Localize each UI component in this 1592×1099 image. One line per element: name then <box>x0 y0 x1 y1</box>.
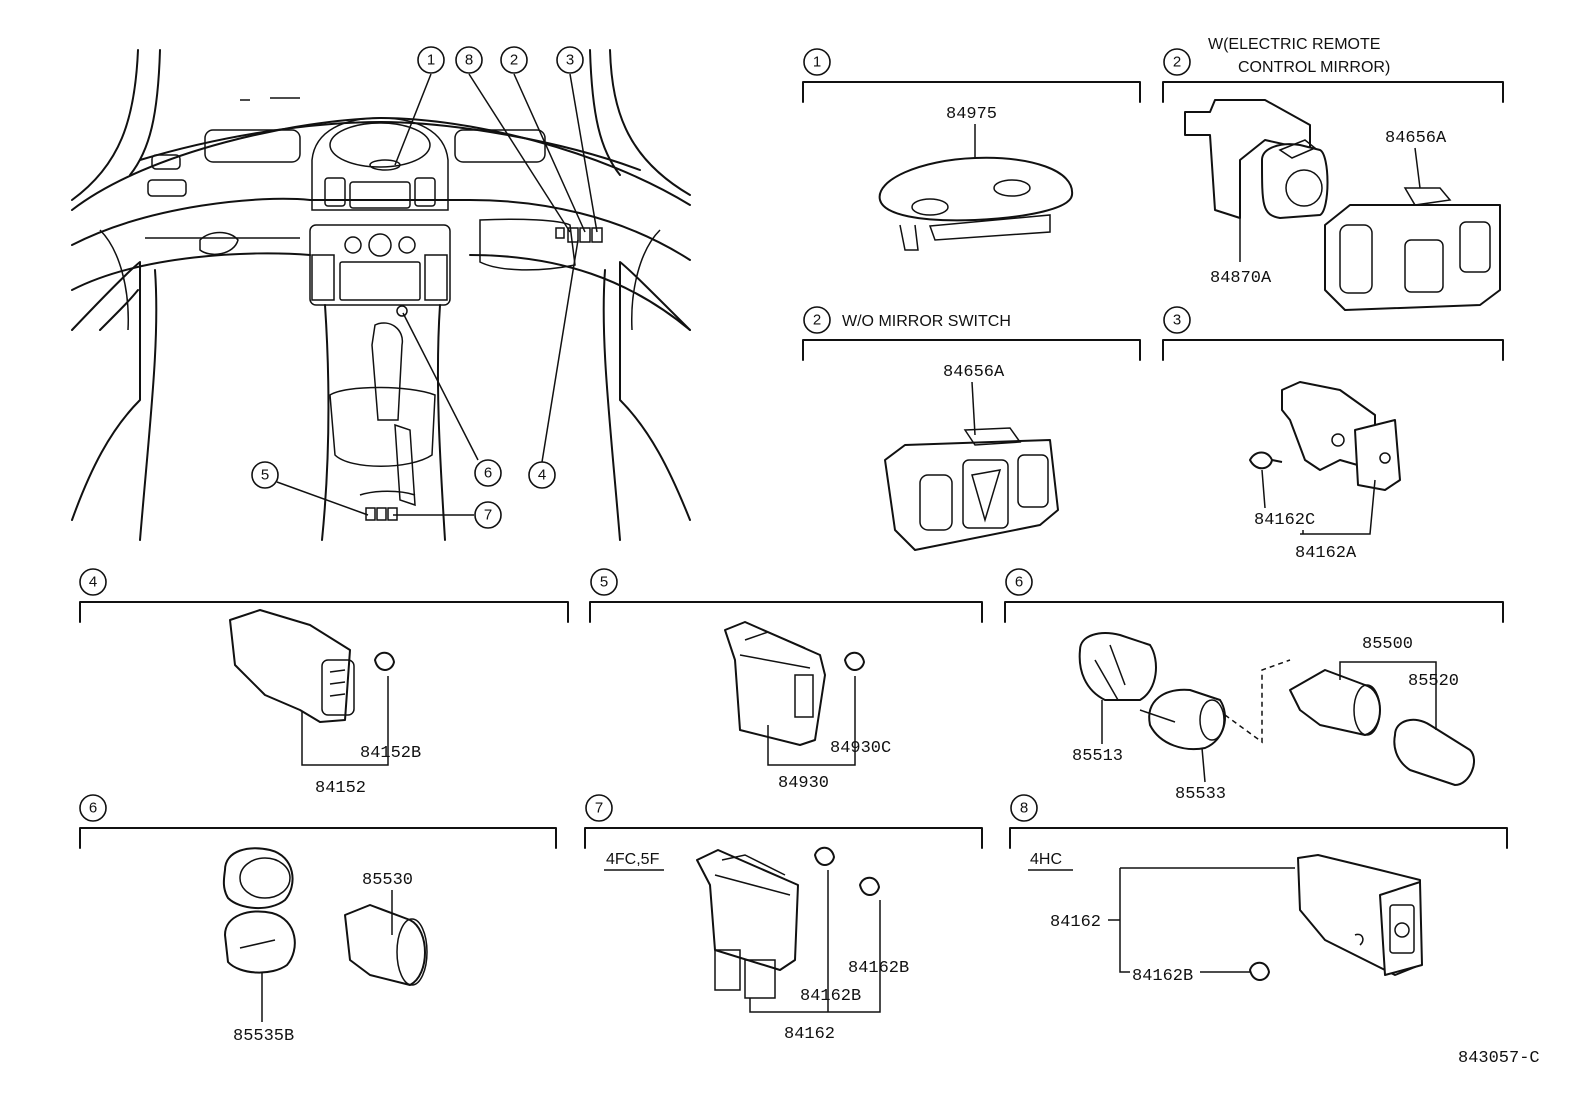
svg-text:85533: 85533 <box>1175 785 1226 804</box>
svg-text:84162B: 84162B <box>800 987 861 1006</box>
svg-text:85530: 85530 <box>362 871 413 890</box>
callout-8: 8 <box>455 46 483 74</box>
svg-text:84162C: 84162C <box>1254 511 1315 530</box>
svg-text:84656A: 84656A <box>1385 129 1447 148</box>
svg-text:8: 8 <box>1020 800 1028 817</box>
section-1: 1 84975 <box>802 48 1141 251</box>
section-4: 4 84152B 84152 <box>79 568 569 798</box>
callout-1: 1 <box>417 46 445 74</box>
svg-text:5: 5 <box>600 574 608 591</box>
svg-text:85513: 85513 <box>1072 747 1123 766</box>
svg-text:84870A: 84870A <box>1210 269 1272 288</box>
svg-text:84162: 84162 <box>1050 913 1101 932</box>
section-6-power-outlet: 6 85530 85535B <box>79 794 557 1046</box>
svg-text:1: 1 <box>813 54 821 71</box>
svg-text:W(ELECTRIC REMOTE: W(ELECTRIC REMOTE <box>1208 36 1380 53</box>
diagram-id: 843057-C <box>1458 1049 1540 1068</box>
svg-text:85535B: 85535B <box>233 1027 294 1046</box>
svg-text:84162B: 84162B <box>1132 967 1193 986</box>
svg-text:84656A: 84656A <box>943 363 1005 382</box>
svg-text:W/O MIRROR SWITCH: W/O MIRROR SWITCH <box>842 313 1011 330</box>
svg-text:6: 6 <box>89 800 97 817</box>
svg-text:7: 7 <box>595 800 603 817</box>
svg-text:84162B: 84162B <box>848 959 909 978</box>
callout-3: 3 <box>556 46 584 74</box>
svg-text:2: 2 <box>813 312 821 329</box>
section-8: 8 4HC 84162 84162B <box>1009 794 1508 986</box>
svg-text:CONTROL MIRROR): CONTROL MIRROR) <box>1238 59 1390 76</box>
svg-text:4: 4 <box>538 467 546 484</box>
svg-text:5: 5 <box>261 467 269 484</box>
callout-2: 2 <box>500 46 528 74</box>
svg-text:8: 8 <box>465 52 473 69</box>
section-5: 5 84930C 84930 <box>589 568 983 793</box>
callout-4: 4 <box>528 461 556 489</box>
svg-text:6: 6 <box>484 465 492 482</box>
callout-5: 5 <box>251 461 279 489</box>
svg-text:3: 3 <box>566 52 574 69</box>
section-3: 3 84162C 84162A <box>1162 306 1504 563</box>
overview-callouts: 1 8 2 3 6 4 5 7 <box>251 46 584 529</box>
svg-text:84930: 84930 <box>778 774 829 793</box>
svg-text:2: 2 <box>510 52 518 69</box>
svg-text:1: 1 <box>427 52 435 69</box>
svg-text:3: 3 <box>1173 312 1181 329</box>
svg-text:84930C: 84930C <box>830 739 891 758</box>
overview-leader-lines <box>276 73 598 516</box>
svg-text:84152B: 84152B <box>360 744 421 763</box>
svg-text:84152: 84152 <box>315 779 366 798</box>
svg-text:4: 4 <box>89 574 97 591</box>
svg-text:85520: 85520 <box>1408 672 1459 691</box>
callout-7: 7 <box>474 501 502 529</box>
svg-text:84162A: 84162A <box>1295 544 1357 563</box>
section-7: 7 4FC,5F 84162B 84162B 84162 <box>584 794 983 1044</box>
svg-text:84162: 84162 <box>784 1025 835 1044</box>
svg-text:4HC: 4HC <box>1030 851 1062 868</box>
svg-text:85500: 85500 <box>1362 635 1413 654</box>
svg-text:4FC,5F: 4FC,5F <box>606 851 660 868</box>
dashboard-overview-illustration <box>71 49 691 541</box>
section-2-electric-mirror: 2 W(ELECTRIC REMOTE CONTROL MIRROR) 8465… <box>1162 36 1504 311</box>
callout-6: 6 <box>474 459 502 487</box>
svg-text:6: 6 <box>1015 574 1023 591</box>
section-2-without-mirror-switch: 2 W/O MIRROR SWITCH 84656A <box>802 306 1141 551</box>
svg-text:2: 2 <box>1173 54 1181 71</box>
section-6-cigarette-lighter: 6 85500 85520 85513 85533 <box>1004 568 1504 804</box>
svg-text:7: 7 <box>484 507 492 524</box>
svg-text:84975: 84975 <box>946 105 997 124</box>
